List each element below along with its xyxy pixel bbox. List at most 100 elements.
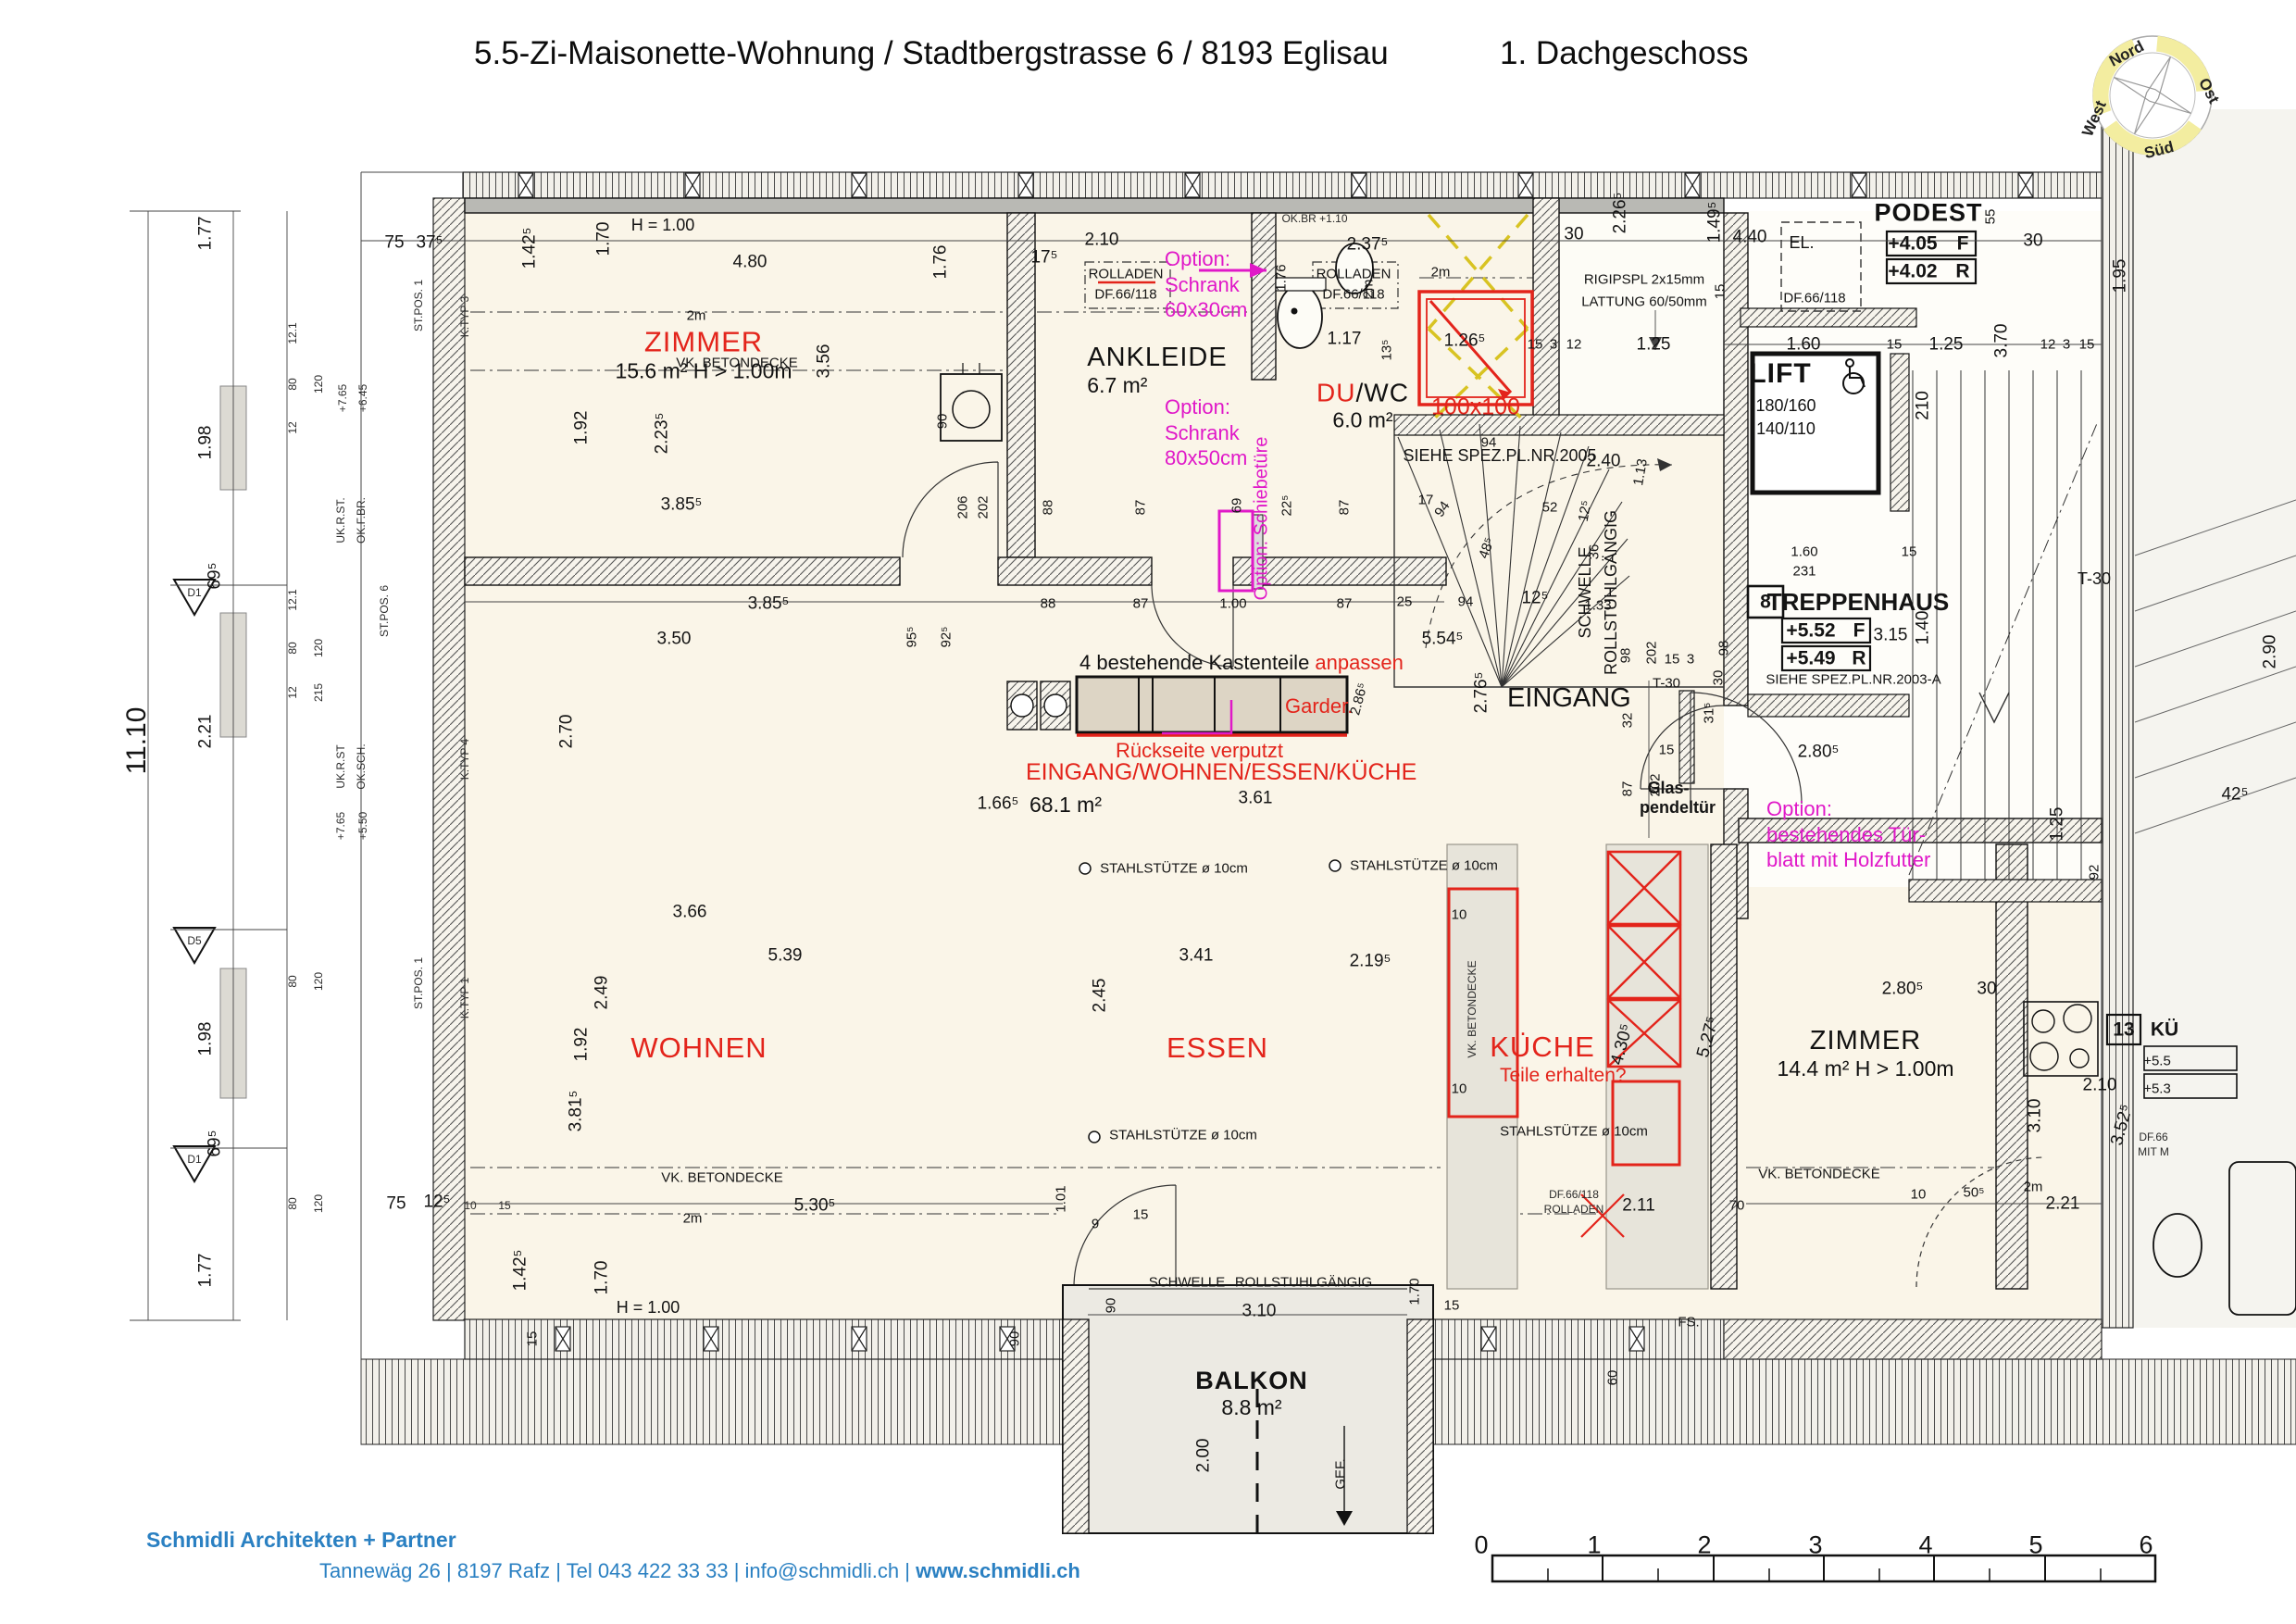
- annotation-label: 1.33: [1584, 597, 1612, 614]
- room-podest: PODEST: [1874, 198, 1983, 227]
- room-zimmer2: ZIMMER 14.4 m² H > 1.00m: [1777, 1026, 1954, 1081]
- kitchen-strip-left: [1446, 843, 1518, 1290]
- glas-pendeltuer-1: Glas-: [1647, 779, 1690, 797]
- combined-area-title: EINGANG/WOHNEN/ESSEN/KÜCHE: [1026, 759, 1417, 785]
- annotation-label: 1.25: [1928, 334, 1964, 355]
- annotation-label: 12.1: [286, 589, 299, 611]
- glas-pendeltuer-2: pendeltür: [1639, 798, 1716, 817]
- annotation-label: 120: [312, 374, 325, 394]
- annotation-label: LATTUNG 60/50mm: [1581, 294, 1707, 310]
- wall-zimmer2-right: [1995, 843, 2028, 1290]
- bathroom-fixtures: [1275, 243, 1374, 349]
- annotation-label: 75: [386, 1193, 406, 1214]
- annotation-label: 17⁵: [1030, 247, 1058, 268]
- annotation-label: UK.R.ST: [334, 744, 347, 789]
- annotation-label: 10: [1451, 906, 1467, 923]
- annotation-label: DF.66/118: [1094, 286, 1157, 303]
- annotation-label: 3.85⁵: [747, 593, 790, 614]
- drawing-title: 5.5-Zi-Maisonette-Wohnung / Stadtbergstr…: [474, 35, 1389, 71]
- annotation-label: 87: [1336, 595, 1353, 612]
- annotation-label: 120: [312, 971, 325, 992]
- annotation-label: 2m: [1430, 264, 1451, 281]
- annotation-label: 80: [286, 378, 299, 391]
- annotation-label: 2.70: [556, 714, 577, 749]
- annotation-label: 3: [1808, 1530, 1823, 1559]
- el-box: [1780, 221, 1862, 312]
- wheelchair-icon: [1842, 358, 1866, 394]
- annotation-label: 1.76: [930, 244, 951, 280]
- annotation-label: 15: [1712, 283, 1728, 300]
- annotation-label: DF.66/118: [1322, 286, 1385, 303]
- annotation-label: 22⁵: [1279, 494, 1295, 517]
- neighbour-kitchen: [2023, 1001, 2296, 1316]
- room-zimmer1: ZIMMER 15.6 m² H > 1.00m: [615, 325, 792, 383]
- annotation-label: OK.BR +1.10: [1281, 212, 1348, 225]
- wall-under-podest: [1740, 307, 1917, 328]
- compass-rose-icon: [2092, 35, 2213, 156]
- annotation-label: DF.66: [2139, 1131, 2168, 1143]
- annotation-label: 5.30⁵: [793, 1195, 836, 1216]
- kasten-note: 4 bestehende Kastenteile anpassen: [1079, 651, 1404, 674]
- annotation-label: 2.21: [2045, 1193, 2080, 1214]
- annotation-label: 1.66⁵: [977, 793, 1019, 814]
- garderobe-label: Garder.: [1285, 694, 1354, 718]
- annotation-label: +6.45: [356, 383, 369, 413]
- annotation-label: 75: [384, 232, 405, 253]
- annotation-label: DF.66/118: [1549, 1188, 1599, 1201]
- annotation-label: 1.77: [195, 216, 216, 251]
- annotation-label: D1: [187, 1153, 202, 1166]
- annotation-label: 100x100: [1431, 394, 1520, 420]
- kueche-note: Teile erhalten?: [1500, 1065, 1627, 1086]
- annotation-label: 1.25: [1636, 334, 1671, 355]
- annotation-label: 13: [2113, 1018, 2135, 1041]
- annotation-label: 2.76⁵: [1471, 671, 1491, 714]
- annotation-label: 202: [1643, 641, 1660, 665]
- annotation-label: 12⁵: [1575, 499, 1595, 523]
- annotation-label: 30: [1710, 669, 1727, 686]
- annotation-label: 12: [286, 686, 299, 699]
- architect-address: Tannewäg 26 | 8197 Rafz | Tel 043 422 33…: [319, 1559, 1080, 1582]
- room-lift: LIFT: [1749, 358, 1812, 389]
- annotation-label: MIT M: [2138, 1145, 2169, 1158]
- annotation-label: 120: [312, 1193, 325, 1214]
- roof-band-right: [2101, 108, 2134, 1329]
- annotation-label: 2.40: [1586, 451, 1621, 471]
- annotation-label: 70: [1728, 1197, 1745, 1214]
- annotation-label: 15: [2078, 336, 2095, 353]
- annotation-label: 87: [1619, 781, 1636, 797]
- annotation-label: 1.76: [1273, 264, 1290, 292]
- annotation-label: T-30: [1652, 675, 1681, 692]
- annotation-label: 37⁵: [416, 232, 443, 253]
- roof-band-bottom-left: [360, 1358, 1064, 1445]
- annotation-label: 1.98: [195, 425, 216, 460]
- annotation-label: 69⁵: [205, 562, 225, 590]
- annotation-label: 2.10: [1084, 230, 1119, 250]
- wall-top: [464, 197, 1725, 214]
- annotation-label: 80: [286, 1197, 299, 1210]
- annotation-label: ST.POS. 1: [412, 279, 425, 332]
- annotation-label: D5: [187, 934, 202, 947]
- annotation-label: 88: [1040, 595, 1056, 612]
- podest-level-r: +4.02: [1888, 260, 1938, 282]
- annotation-label: 3.15: [1873, 625, 1908, 645]
- annotation-label: +7.65: [334, 811, 347, 841]
- roof-opening-dashes: [1427, 213, 1529, 426]
- wall-zimmer2-top: [1738, 818, 2103, 843]
- annotation-label: SCHWELLE: [1148, 1274, 1226, 1291]
- annotation-label: 3: [2062, 336, 2071, 353]
- room-essen: ESSEN: [1166, 1031, 1269, 1064]
- annotation-label: 80: [286, 642, 299, 655]
- annotation-label: 87: [1132, 595, 1149, 612]
- annotation-label: 92: [2086, 864, 2103, 881]
- annotation-label: 1.00: [1219, 595, 1247, 612]
- annotation-label: 1.49⁵: [1704, 201, 1725, 244]
- annotation-label: STAHLSTÜTZE ø 10cm: [1350, 857, 1498, 874]
- annotation-label: 87: [1336, 499, 1353, 516]
- annotation-label: 3.70: [1991, 323, 2012, 358]
- annotation-label: K.TYP 4: [458, 738, 471, 781]
- annotation-label: 69: [1229, 497, 1245, 514]
- wall-ankleide-duwc: [1251, 212, 1277, 381]
- kitchen-red-marks: [1447, 850, 1682, 1238]
